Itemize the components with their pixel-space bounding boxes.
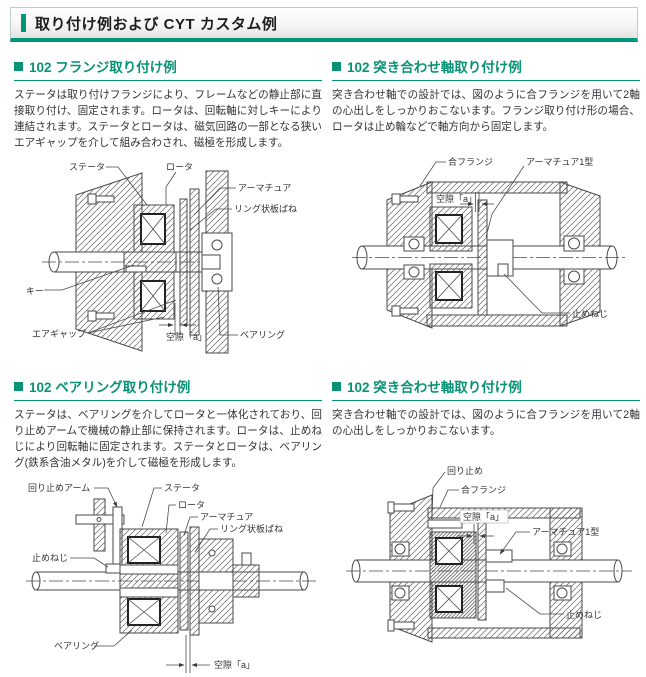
- section-heading-text: 102 フランジ取り付け例: [29, 60, 177, 75]
- section-body: 突き合わせ軸での設計では、図のように合フランジを用いて2軸の心出しをしっかりおこ…: [332, 409, 640, 437]
- section-heading: 102 突き合わせ軸取り付け例: [332, 376, 640, 401]
- label-armature: アーマチュア: [238, 183, 291, 193]
- label-armature1: アーマチュア1型: [526, 157, 593, 167]
- detent-pin: [427, 519, 463, 529]
- section-butt-shaft-1: 102 突き合わせ軸取り付け例 突き合わせ軸での設計では、図のように合フランジを…: [332, 56, 640, 344]
- leader-lines: [70, 487, 218, 646]
- label-stator: ステータ: [164, 483, 200, 493]
- gap-dimension: [166, 634, 210, 673]
- armature-disc-and-hub: [477, 199, 514, 316]
- label-set-screw: 止めねじ: [32, 552, 68, 563]
- label-mating-flange: 合フランジ: [461, 484, 506, 495]
- section-bearing-mount: 102 ベアリング取り付け例 ステータは、ベアリングを介してロータと一体化されて…: [14, 376, 322, 677]
- page-header: 取り付け例および CYT カスタム例: [10, 7, 638, 42]
- armature-discs: [179, 188, 200, 336]
- label-rotor: ロータ: [178, 500, 205, 510]
- label-gap-a: 空隙「a」: [214, 659, 255, 670]
- label-arm: 回り止めアーム: [28, 482, 90, 493]
- mount-bolts: [87, 193, 115, 322]
- label-gap-a: 空隙「a」: [436, 193, 477, 204]
- shaft: [346, 559, 632, 583]
- label-detent: 回り止め: [447, 465, 483, 476]
- diagram-bearing-mount: 回り止めアーム ステータ ロータ アーマチュア リング状板ばね 止めねじ ベアリ…: [26, 482, 316, 673]
- gap-dimension: [460, 191, 494, 212]
- label-mating-flange: 合フランジ: [448, 156, 493, 167]
- stator-with-coils: [429, 531, 477, 619]
- label-stator: ステータ: [69, 162, 105, 172]
- set-screw: [105, 563, 121, 574]
- section-body: 突き合わせ軸での設計では、図のように合フランジを用いて2軸の心出しをしっかりおこ…: [332, 89, 640, 133]
- label-key: キー: [26, 286, 44, 296]
- square-bullet-icon: [332, 61, 341, 71]
- gap-dimension: [458, 509, 509, 544]
- leader-lines: [44, 166, 238, 335]
- label-armature: アーマチュア: [200, 512, 253, 522]
- square-bullet-icon: [332, 381, 341, 391]
- square-bullet-icon: [14, 61, 23, 71]
- stator-with-coils: [429, 206, 473, 309]
- square-bullet-icon: [14, 381, 23, 391]
- bearings: [403, 235, 585, 285]
- diagram-butt-shaft-2: 回り止め 合フランジ 空隙「a」 アーマチュア1型 止めねじ: [346, 465, 632, 643]
- wall-and-arm: [75, 498, 125, 566]
- section-heading-text: 102 突き合わせ軸取り付け例: [347, 60, 522, 75]
- accent-bar-icon: [21, 14, 26, 32]
- label-gap-a: 空隙「a」: [166, 331, 207, 342]
- section-butt-shaft-2: 102 突き合わせ軸取り付け例 突き合わせ軸での設計では、図のように合フランジを…: [332, 376, 640, 665]
- diagram-butt-shaft-1: 合フランジ アーマチュア1型 空隙「a」 止めねじ: [352, 156, 627, 329]
- rotor-hub-and-bearings: [201, 170, 233, 354]
- mount-bolts: [391, 193, 419, 317]
- label-air-gap: エアギャップ: [32, 329, 86, 339]
- gap-dimension: [159, 302, 196, 335]
- leader-lines: [431, 471, 564, 615]
- section-body: ステータは、ベアリングを介してロータと一体化されており、回り止めアームで機械の静…: [14, 409, 322, 469]
- label-gap-a: 空隙「a」: [463, 511, 504, 522]
- label-set-screw: 止めねじ: [566, 609, 602, 620]
- rotor-and-armature: [179, 526, 260, 636]
- stator-with-coils: [119, 528, 179, 634]
- label-rotor: ロータ: [166, 162, 193, 172]
- label-ring-spring: リング状板ばね: [220, 523, 283, 534]
- section-heading: 102 ベアリング取り付け例: [14, 376, 322, 401]
- section-heading-text: 102 突き合わせ軸取り付け例: [347, 380, 522, 395]
- diagram-flange-mount: ステータ ロータ アーマチュア リング状板ばね キー エアギャップ 空隙「a」 …: [26, 162, 297, 354]
- leader-lines: [419, 161, 570, 314]
- label-ring-spring: リング状板ばね: [234, 203, 297, 214]
- label-set-screw: 止めねじ: [572, 308, 608, 319]
- section-heading: 102 フランジ取り付け例: [14, 56, 322, 81]
- label-armature1: アーマチュア1型: [532, 527, 599, 537]
- section-flange-mount: 102 フランジ取り付け例 ステータは取り付けフランジにより、フレームなどの静止…: [14, 56, 322, 373]
- stator-with-coils: [133, 204, 175, 320]
- section-body: ステータは取り付けフランジにより、フレームなどの静止部に直接取り付け、固定されま…: [14, 89, 322, 149]
- section-heading: 102 突き合わせ軸取り付け例: [332, 56, 640, 81]
- section-heading-text: 102 ベアリング取り付け例: [29, 380, 191, 395]
- label-bearing: ベアリング: [240, 329, 285, 340]
- label-bearing: ベアリング: [54, 640, 99, 651]
- mount-bolts: [387, 501, 415, 632]
- bearings: [391, 541, 572, 601]
- page-title: 取り付け例および CYT カスタム例: [35, 15, 278, 33]
